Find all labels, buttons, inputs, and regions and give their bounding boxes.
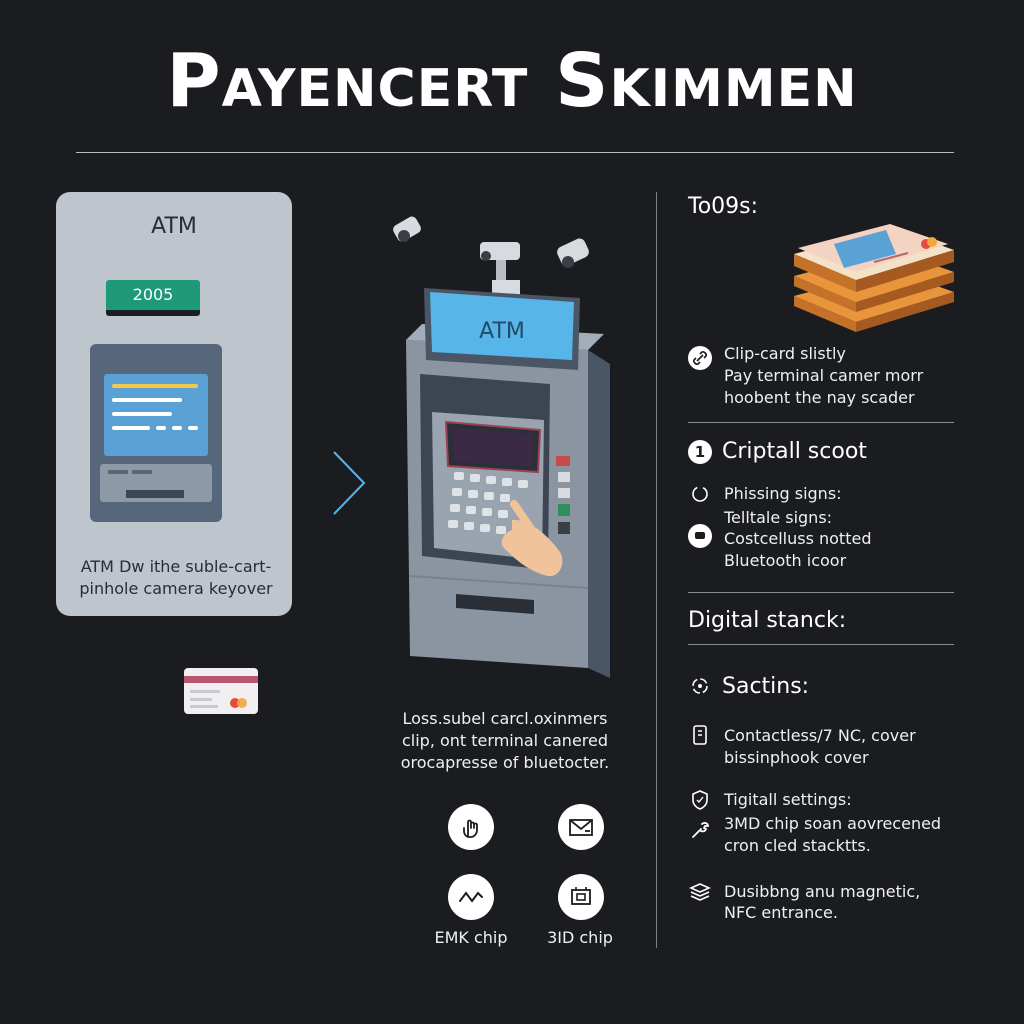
mini-atm-screen — [104, 374, 208, 456]
card-atm-label: ATM — [151, 214, 197, 239]
title-divider — [76, 152, 954, 153]
screen-bar — [172, 426, 182, 430]
screen-bar — [112, 412, 172, 416]
mini-atm-key — [132, 470, 152, 474]
dusib-line: NFC entrance. — [724, 903, 838, 922]
mini-atm-slot — [126, 490, 184, 498]
touch-icon — [448, 804, 494, 850]
layers-icon — [688, 880, 712, 904]
section-divider — [688, 644, 954, 645]
atm-sign-text: ATM — [479, 319, 525, 344]
wrench-icon — [688, 818, 712, 842]
critical-heading: Criptall scoot — [722, 439, 867, 464]
tigital-line: 3MD chip soan aovrecened — [724, 814, 942, 833]
atm-info-card: ATM 2005 ATM Dw ithe suble-cart- pinhole… — [56, 192, 292, 616]
chevron-right-icon — [333, 451, 366, 515]
screen-bar — [156, 426, 166, 430]
link-icon — [688, 346, 712, 370]
digital-heading: Digital stanck: — [688, 608, 847, 633]
section-divider — [688, 592, 954, 593]
tools-line: Clip-card slistly — [724, 344, 846, 363]
section-divider — [688, 422, 954, 423]
atm-caption: Loss.subel carcl.oxinmers clip, ont term… — [392, 708, 618, 774]
refresh-icon — [688, 482, 712, 506]
contactless-hand-icon — [688, 724, 712, 748]
settings-dial-icon — [688, 674, 712, 698]
wave-signal-icon — [448, 874, 494, 920]
card-caption-line: pinhole camera keyover — [79, 579, 273, 598]
card-stack-icon — [794, 224, 954, 332]
contactless-line: Contactless/7 NC, cover — [724, 726, 916, 745]
mini-atm-illustration — [90, 344, 222, 522]
keypad — [448, 472, 528, 534]
tools-line: hoobent the nay scader — [724, 388, 915, 407]
tigital-line: cron cled stacktts. — [724, 836, 871, 855]
page-title: Payencert Skimmen — [166, 38, 858, 124]
sactins-heading: Sactins: — [722, 674, 810, 699]
chat-bubble-icon — [688, 524, 712, 548]
signs-line: Costcelluss notted — [724, 529, 872, 548]
tigital-line: Tigitall settings: — [724, 790, 852, 809]
screen-bar — [112, 398, 182, 402]
envelope-card-icon — [558, 804, 604, 850]
screen-bar — [112, 384, 198, 388]
screen-bar — [188, 426, 198, 430]
year-badge: 2005 — [106, 280, 200, 316]
shield-icon — [688, 788, 712, 812]
dusib-line: Dusibbng anu magnetic, — [724, 882, 921, 901]
contactless-line: bissinphook cover — [724, 748, 869, 767]
signs-line: Bluetooth icoor — [724, 551, 847, 570]
3d-chip-label: 3ID chip — [547, 928, 613, 947]
mini-atm-key — [108, 470, 128, 474]
signs-line: Phissing signs: — [724, 484, 842, 503]
screen-bar — [112, 426, 150, 430]
card-caption-line: ATM Dw ithe suble-cart- — [80, 557, 272, 576]
column-divider — [656, 192, 657, 948]
security-camera-icon — [480, 242, 520, 296]
security-camera-icon — [557, 238, 589, 268]
credit-card-icon — [184, 668, 258, 714]
signs-line: Telltale signs: — [724, 508, 833, 527]
atm-machine-illustration: ATM — [393, 216, 610, 678]
atm-caption-line: clip, ont terminal canered — [401, 731, 609, 750]
atm-caption-line: Loss.subel carcl.oxinmers — [402, 709, 608, 728]
mini-atm-tray — [100, 464, 212, 502]
card-caption: ATM Dw ithe suble-cart- pinhole camera k… — [68, 556, 284, 600]
atm-caption-line: orocapresse of bluetocter. — [400, 753, 610, 772]
number-one-icon: 1 — [688, 440, 712, 464]
hand-icon — [501, 519, 563, 577]
tools-line: Pay terminal camer morr — [724, 366, 924, 385]
chip-card-icon — [558, 874, 604, 920]
emk-chip-label: EMK chip — [434, 928, 508, 947]
tools-heading: To09s: — [688, 194, 759, 219]
security-camera-icon — [393, 216, 421, 242]
